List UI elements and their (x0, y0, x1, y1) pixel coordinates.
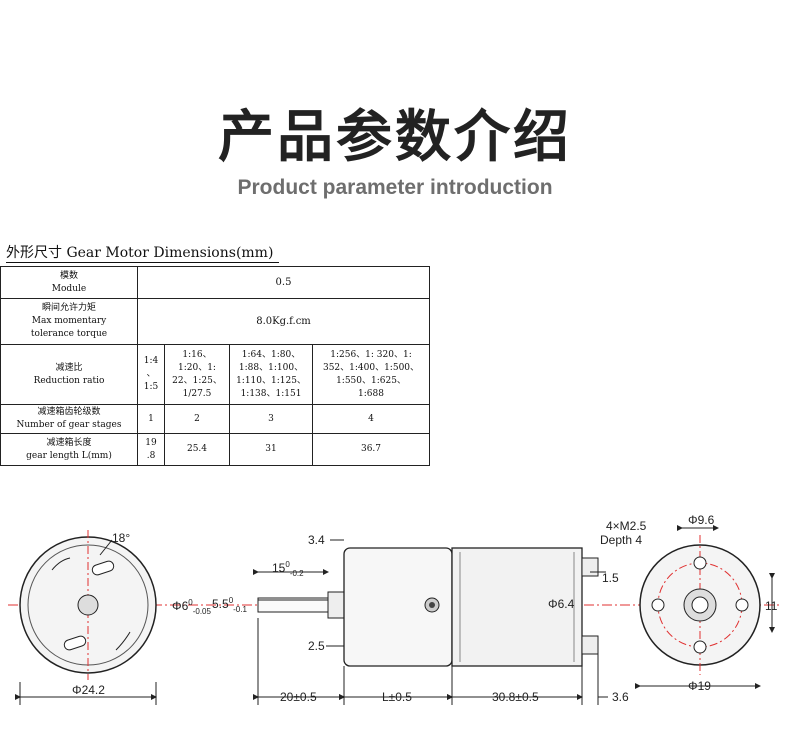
ratio-cell: 1:256、1: 320、1: 352、1:400、1:500、 1:550、1… (312, 344, 430, 405)
table-row-ratio: 减速比 Reduction ratio 1:4 、 1:5 1:16、 1:20、… (0, 344, 430, 405)
dim-3-4: 3.4 (308, 533, 325, 547)
row-label: 减速箱齿轮级数 Number of gear stages (0, 404, 138, 434)
label-en: Max momentary tolerance torque (30, 316, 108, 339)
length-cell: 36.7 (312, 433, 430, 466)
row-label: 模数 Module (0, 266, 138, 299)
label-zh: 瞬间允许力矩 (41, 303, 96, 313)
angle-label: 18° (112, 531, 130, 545)
page-title: 产品参数介绍 (218, 105, 572, 170)
dim-3-6: 3.6 (612, 690, 629, 704)
page-subtitle: Product parameter introduction (237, 176, 553, 199)
dim-30-8: 30.8±0.5 (492, 690, 539, 704)
length-cell: 25.4 (164, 433, 230, 466)
technical-drawing: 18° Φ24.2 3.4 150-0.2 Φ60-0.05 5.50-0.1 … (8, 513, 782, 705)
table-row-stages: 减速箱齿轮级数 Number of gear stages 1 2 3 4 (0, 404, 430, 434)
ratio-cell: 1:64、1:80、 1:88、1:100、 1:110、1:125、 1:13… (229, 344, 313, 405)
dim-11: 11 (765, 599, 778, 613)
table-row-length: 减速箱长度 gear length L(mm) 19 .8 25.4 31 36.… (0, 433, 430, 466)
dim-15: 150-0.2 (272, 560, 304, 578)
table-title: 外形尺寸 Gear Motor Dimensions(mm) (6, 242, 280, 263)
stages-cell: 3 (229, 404, 313, 434)
dim-9-6: Φ9.6 (688, 513, 715, 527)
row-label: 瞬间允许力矩 Max momentary tolerance torque (0, 298, 138, 345)
ratio-cell: 1:16、 1:20、1: 22、1:25、 1/27.5 (164, 344, 230, 405)
dim-6: Φ60-0.05 (172, 598, 211, 616)
length-cell: 19 .8 (137, 433, 165, 466)
motor-rear-view (19, 530, 157, 680)
body-diameter-label: Φ24.2 (72, 683, 105, 697)
depth-label: Depth 4 (600, 533, 642, 547)
stages-cell: 2 (164, 404, 230, 434)
dim-20: 20±0.5 (280, 690, 317, 704)
label-zh: 模数 (59, 270, 78, 281)
label-zh: 减速箱齿轮级数 (37, 407, 101, 417)
label-en: Module (51, 283, 87, 294)
torque-value: 8.0Kg.f.cm (137, 298, 430, 345)
dim-6-4: Φ6.4 (548, 597, 575, 611)
length-cell: 31 (229, 433, 313, 466)
dim-1-5: 1.5 (602, 571, 619, 585)
stages-cell: 4 (312, 404, 430, 434)
label-en: Reduction ratio (33, 375, 105, 386)
motor-side-view (257, 547, 599, 667)
dimensions-table: 模数 Module 0.5 瞬间允许力矩 Max momentary toleran… (0, 266, 430, 466)
dim-19: Φ19 (688, 679, 711, 693)
dim-2-5: 2.5 (308, 639, 325, 653)
dim-5-5: 5.50-0.1 (212, 596, 247, 614)
label-zh: 减速箱长度 (46, 437, 92, 448)
row-label: 减速箱长度 gear length L(mm) (0, 433, 138, 466)
label-en: Number of gear stages (16, 420, 122, 430)
table-row-torque: 瞬间允许力矩 Max momentary tolerance torque 8.0… (0, 298, 430, 345)
stages-cell: 1 (137, 404, 165, 434)
module-value: 0.5 (137, 266, 430, 299)
label-en: gear length L(mm) (26, 450, 112, 461)
ratio-cell: 1:4 、 1:5 (137, 344, 165, 405)
label-zh: 减速比 (55, 362, 83, 373)
table-row-module: 模数 Module 0.5 (0, 266, 430, 299)
screw-label: 4×M2.5 (606, 519, 647, 533)
row-label: 减速比 Reduction ratio (0, 344, 138, 405)
gearbox-front-view (639, 535, 761, 675)
dim-L: L±0.5 (382, 690, 412, 704)
